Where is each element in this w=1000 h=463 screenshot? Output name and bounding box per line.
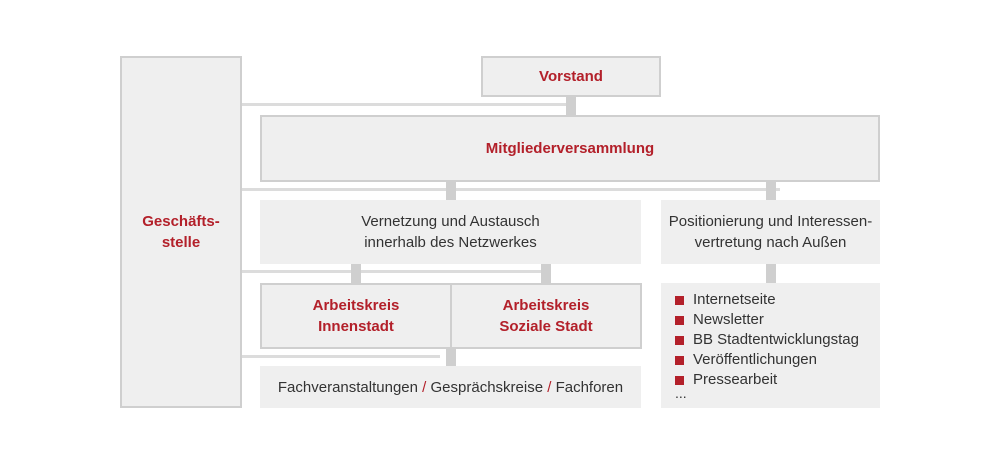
vernetzung-box: Vernetzung und Austausch innerhalb des N…	[260, 200, 641, 264]
vorstand-box: Vorstand	[481, 56, 661, 97]
connector-vernetzung-ak1	[351, 264, 361, 284]
aktivitaeten-list: Internetseite Newsletter BB Stadtentwick…	[675, 290, 859, 390]
vorstand-label: Vorstand	[539, 68, 603, 85]
mitgliederversammlung-label: Mitgliederversammlung	[485, 140, 655, 157]
connector-vorstand-mv	[566, 96, 576, 116]
connector-line	[240, 103, 570, 106]
arbeitskreis-innenstadt-label: Arbeitskreis Innenstadt	[312, 297, 400, 335]
formate-box: Fachveranstaltungen / Gesprächskreise / …	[260, 366, 641, 408]
aktivitaeten-more: ...	[675, 385, 687, 401]
connector-vernetzung-ak2	[541, 264, 551, 284]
positionierung-box: Positionierung und Interessen- vertretun…	[661, 200, 880, 264]
arbeitskreis-innenstadt-box: Arbeitskreis Innenstadt	[260, 283, 452, 349]
arbeitskreis-soziale-stadt-label: Arbeitskreis Soziale Stadt	[499, 297, 593, 335]
list-item: Newsletter	[675, 310, 859, 330]
list-item: Veröffentlichungen	[675, 350, 859, 370]
arbeitskreis-soziale-stadt-box: Arbeitskreis Soziale Stadt	[450, 283, 642, 349]
list-item: Internetseite	[675, 290, 859, 310]
connector-ak-formate	[446, 348, 456, 366]
connector-mv-positionierung	[766, 181, 776, 200]
bullet-square-icon	[675, 375, 684, 385]
list-item: Pressearbeit	[675, 370, 859, 390]
formate-label: Fachveranstaltungen / Gesprächskreise / …	[277, 378, 624, 396]
aktivitaeten-box	[661, 283, 880, 408]
connector-mv-vernetzung	[446, 181, 456, 200]
connector-line	[240, 355, 440, 358]
vernetzung-label: Vernetzung und Austausch innerhalb des N…	[361, 213, 540, 251]
bullet-square-icon	[675, 315, 684, 325]
geschaeftsstelle-box: Geschäfts- stelle	[120, 56, 242, 408]
geschaeftsstelle-label: Geschäfts- stelle	[142, 213, 220, 251]
bullet-square-icon	[675, 295, 684, 305]
bullet-square-icon	[675, 335, 684, 345]
connector-line	[240, 270, 550, 273]
mitgliederversammlung-box: Mitgliederversammlung	[260, 115, 880, 182]
connector-positionierung-list	[766, 264, 776, 284]
connector-line	[240, 188, 780, 191]
bullet-square-icon	[675, 355, 684, 365]
positionierung-label: Positionierung und Interessen- vertretun…	[668, 213, 873, 251]
list-item: BB Stadtentwicklungstag	[675, 330, 859, 350]
